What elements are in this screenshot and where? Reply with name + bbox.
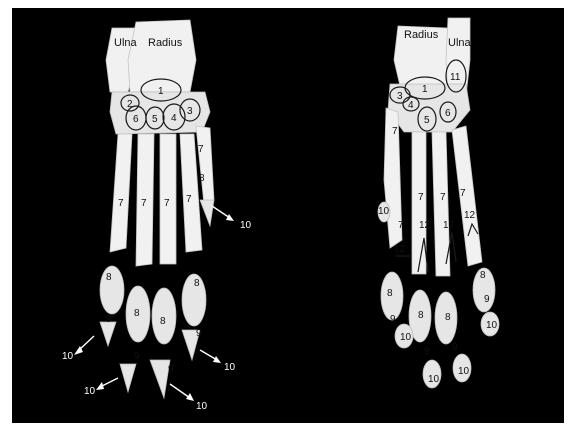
left-phalanx-label-8a: 8 (106, 272, 112, 283)
right-claw-label-5: 10 (486, 320, 498, 331)
right-claw-label-1: 10 (378, 206, 390, 217)
left-claw-3 (150, 360, 170, 398)
left-claw-label-4: 10 (224, 362, 236, 373)
right-phalanx-label-9b: 9 (424, 346, 430, 357)
right-metacarpal-2 (412, 132, 426, 274)
left-phalanx-label-8b: 8 (134, 308, 140, 319)
left-claw-2 (120, 364, 136, 392)
left-claw-label-1: 10 (62, 351, 74, 362)
right-metacarpal-label-5: 7 (460, 188, 466, 199)
left-radius-label: Radius (148, 37, 183, 49)
left-metacarpal-label-1: 7 (118, 198, 124, 209)
left-claw-5 (200, 200, 214, 226)
left-claw-label-3: 10 (196, 401, 208, 412)
left-phalanx-label-9a: 9 (106, 314, 112, 325)
left-phalanx-label-9d: 9 (196, 328, 202, 339)
right-metacarpal-4 (452, 126, 482, 266)
left-metacarpal-label-5: 7 (198, 144, 204, 155)
right-phalanx-label-8b: 8 (418, 310, 424, 321)
left-phalanx-label-9c: 9 (168, 364, 174, 375)
left-metacarpal-label-2: 7 (141, 198, 147, 209)
left-metacarpal-label-4: 7 (186, 194, 192, 205)
left-claw-label-5: 10 (240, 220, 252, 231)
right-phalanx-label-9d: 9 (484, 294, 490, 305)
right-metacarpal-label-3: 7 (418, 192, 424, 203)
left-carpal-label-6: 6 (133, 114, 139, 125)
left-carpal-label-1: 1 (158, 86, 164, 97)
right-carpal-label-6: 6 (445, 108, 451, 119)
right-metacarpal-label-4: 7 (440, 192, 446, 203)
left-phalanx-label-9b: 9 (134, 351, 140, 362)
right-carpal-label-3: 3 (397, 91, 403, 102)
left-carpal-label-4: 4 (171, 113, 177, 124)
right-sesamoid-label-1: 12 (394, 244, 406, 255)
left-phalanx-label-8c: 8 (160, 316, 166, 327)
right-claw-label-2: 10 (400, 332, 412, 343)
right-metacarpal-label-1: 7 (392, 126, 398, 137)
left-phalanx-1 (100, 266, 124, 314)
right-hand-skeleton (378, 18, 499, 388)
left-hand-skeleton (100, 20, 214, 398)
right-phalanx-label-8a: 8 (387, 288, 393, 299)
left-phalanx-label-8d: 8 (194, 278, 200, 289)
left-claw-1 (100, 322, 116, 346)
left-carpal-label-2: 2 (127, 99, 133, 110)
right-claw-label-3: 10 (428, 374, 440, 385)
right-sesamoid-label-4: 12 (464, 210, 476, 221)
left-phalanx-label-8e: 8 (199, 173, 205, 184)
right-sesamoid-label-3: 12 (443, 220, 455, 231)
left-metacarpal-1 (110, 134, 132, 252)
right-radius-label: Radius (404, 29, 439, 41)
left-claw-label-2: 10 (84, 386, 96, 397)
right-phalanx-label-8d: 8 (480, 270, 486, 281)
right-sesamoid-label-2: 12 (419, 220, 431, 231)
left-metacarpal-5 (196, 126, 214, 204)
right-carpal-label-5: 5 (424, 115, 430, 126)
right-claw-label-4: 10 (458, 366, 470, 377)
right-metacarpal-label-2: 7 (398, 220, 404, 231)
right-carpal-label-11: 11 (450, 72, 461, 83)
right-ulna-label: Ulna (448, 37, 472, 49)
left-carpal-label-3: 3 (187, 106, 193, 117)
left-metacarpal-label-3: 7 (164, 198, 170, 209)
right-phalanx-label-8c: 8 (445, 312, 451, 323)
right-phalanx-label-9a: 9 (390, 314, 396, 325)
left-radius-bone (128, 20, 196, 92)
right-carpal-label-1: 1 (422, 84, 428, 95)
right-carpal-label-4: 4 (408, 100, 414, 111)
left-ulna-label: Ulna (114, 37, 138, 49)
left-carpal-label-5: 5 (152, 114, 158, 125)
right-phalanx-label-9c: 9 (452, 342, 458, 353)
